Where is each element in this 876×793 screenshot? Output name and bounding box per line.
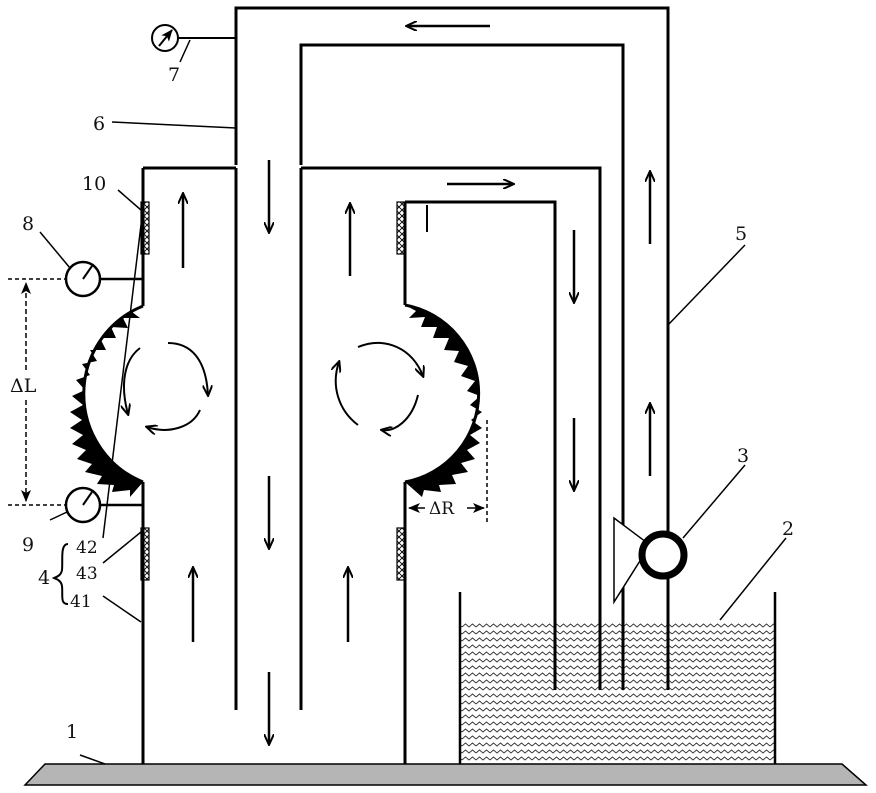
flow-meter-icon (152, 25, 236, 51)
label-4: 4 (38, 567, 50, 589)
label-7: 7 (168, 64, 180, 86)
brace (54, 544, 68, 604)
label-delta-r: ΔR (429, 499, 455, 519)
label-41: 41 (70, 592, 92, 612)
down-pipe (236, 168, 301, 710)
label-5: 5 (735, 223, 747, 245)
liner-bottom-left (141, 528, 149, 580)
label-6: 6 (93, 113, 105, 135)
label-2: 2 (782, 518, 794, 540)
label-9: 9 (22, 534, 34, 556)
pressure-gauge-top (66, 262, 143, 296)
ground-base (25, 764, 866, 785)
label-3: 3 (737, 445, 749, 467)
label-42: 42 (76, 538, 98, 558)
label-1: 1 (66, 721, 78, 743)
vortex-arrows-left (124, 343, 208, 430)
liner-top-right (397, 202, 405, 254)
label-delta-l: ΔL (10, 375, 37, 397)
label-8: 8 (22, 213, 34, 235)
label-43: 43 (76, 564, 98, 584)
water-body (460, 621, 775, 763)
label-10: 10 (82, 173, 106, 195)
liner-top-left (141, 202, 149, 254)
vortex-arrows-right (336, 343, 423, 430)
left-chamber-teeth (70, 306, 143, 497)
liner-bottom-right (397, 528, 405, 580)
